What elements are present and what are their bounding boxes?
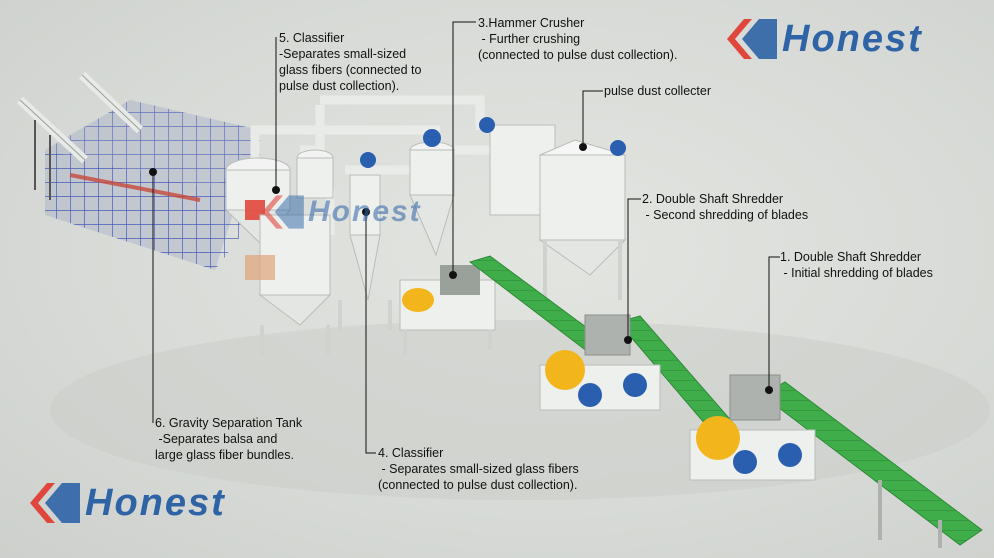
double-shaft-shredder-2-unit: [539, 314, 661, 411]
brand-name: Honest: [308, 195, 422, 228]
label-gravity-separation-tank-6: 6. Gravity Separation Tank -Separates ba…: [155, 416, 303, 462]
leader-lines: [152, 21, 780, 454]
classifier-5-unit: [224, 149, 334, 246]
hammer-crusher-unit: [399, 265, 496, 355]
label-classifier-4: 4. Classifier - Separates small-sized gl…: [378, 446, 579, 492]
hammer-crusher-cyclone: [409, 129, 455, 257]
label-hammer-crusher-3: 3.Hammer Crusher - Further crushing(conn…: [478, 16, 678, 62]
classifier-4-unit: [338, 152, 392, 330]
brand-logo-bottom-left: Honest: [25, 478, 226, 528]
double-shaft-shredder-1-unit: [689, 374, 816, 481]
leader-markers: [149, 143, 773, 394]
honest-logo-icon: [30, 483, 80, 523]
brand-name: Honest: [85, 481, 226, 524]
pulse-dust-collector-unit: [538, 139, 627, 300]
brand-name: Honest: [782, 17, 923, 60]
label-pulse-dust-collector: pulse dust collecter: [604, 84, 712, 98]
brand-watermark-center: Honest: [258, 190, 422, 234]
honest-logo-icon: [262, 195, 304, 229]
screw-conveyors: [16, 71, 144, 200]
label-double-shaft-shredder-2: 2. Double Shaft Shredder - Second shredd…: [642, 192, 809, 222]
honest-logo-icon: [727, 19, 777, 59]
label-double-shaft-shredder-1: 1. Double Shaft Shredder - Initial shred…: [780, 250, 933, 280]
brand-logo-top-right: Honest: [722, 14, 923, 64]
